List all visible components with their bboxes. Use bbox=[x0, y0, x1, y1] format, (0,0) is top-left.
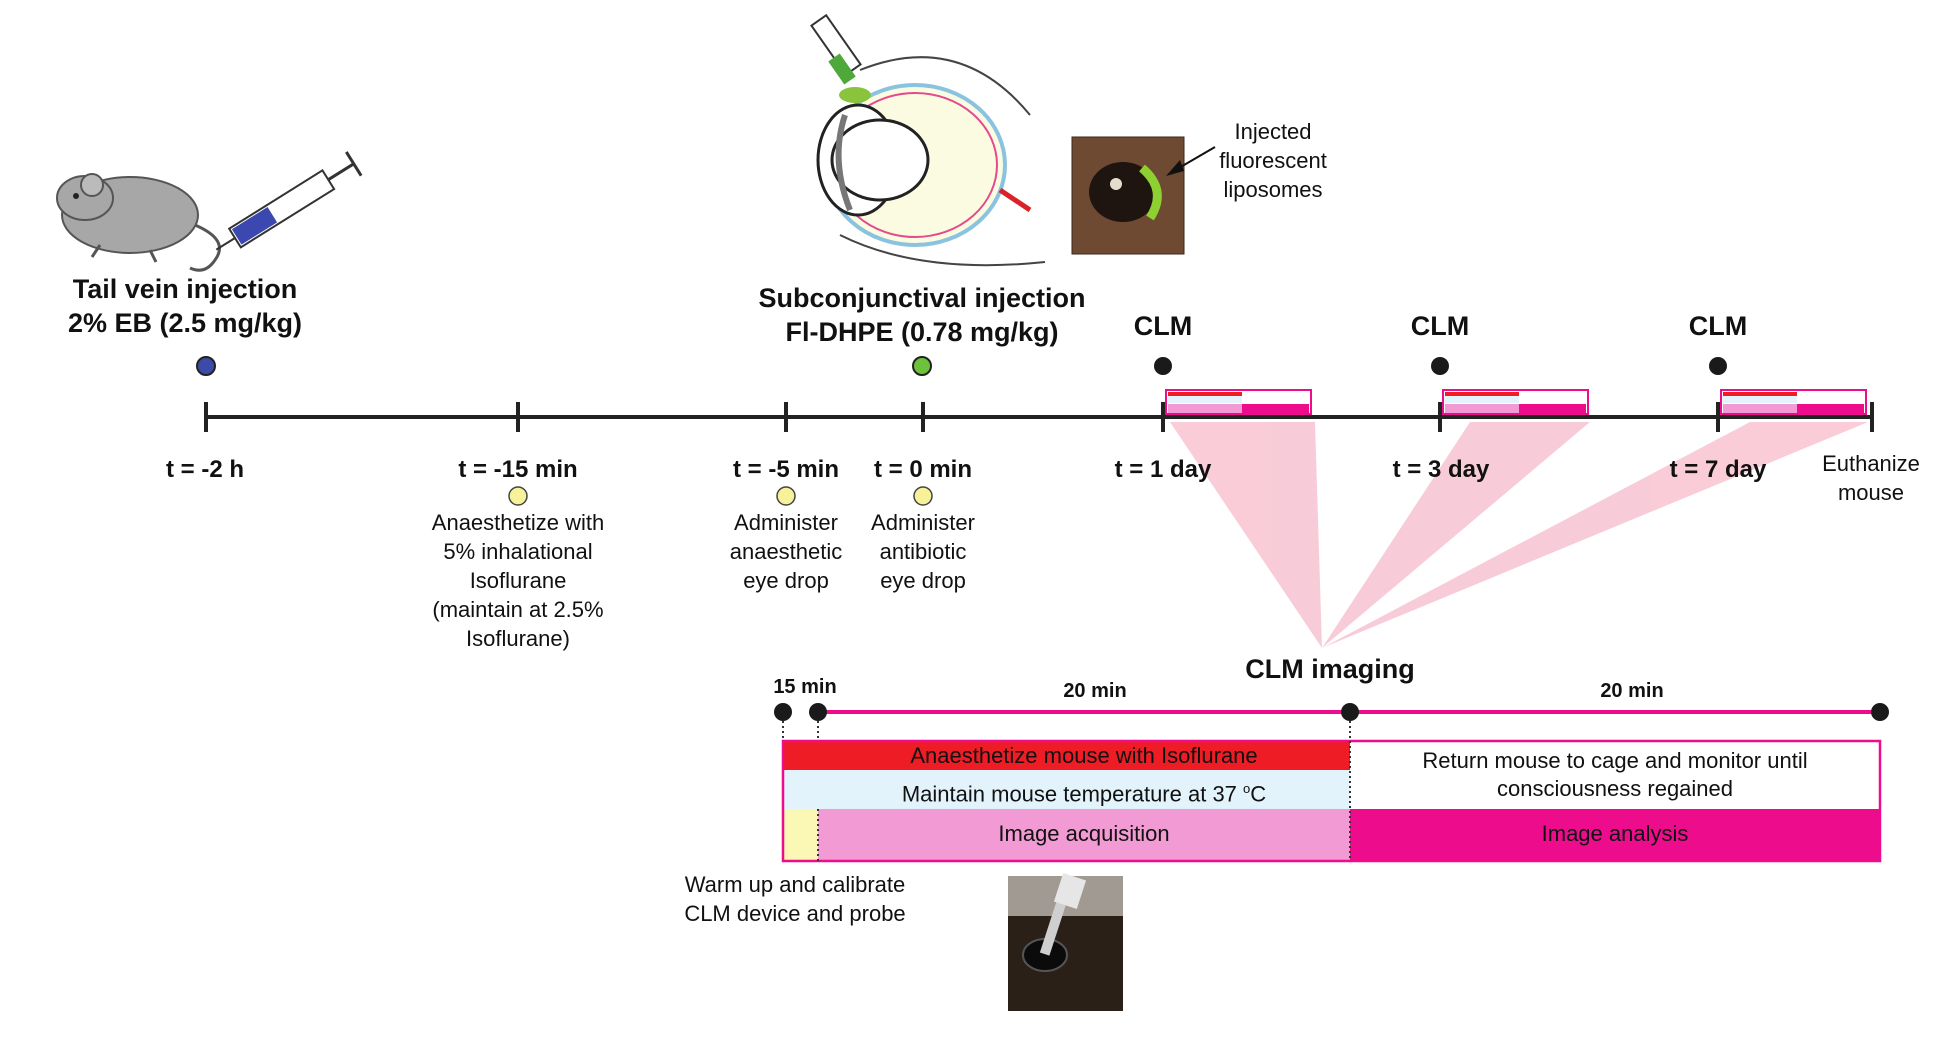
row-maintain-unit: C bbox=[1250, 781, 1267, 807]
zoom-wedges bbox=[1170, 422, 1868, 648]
warmup-line1: Warm up and calibrate bbox=[684, 872, 906, 897]
sub-dot-3 bbox=[1341, 703, 1359, 721]
mini-session-box-1 bbox=[1165, 389, 1312, 415]
euthanize-line1: Euthanize bbox=[1822, 451, 1920, 476]
subconj-label: Subconjunctival injection Fl-DHPE (0.78 … bbox=[742, 281, 1102, 349]
tail-vein-label: Tail vein injection 2% EB (2.5 mg/kg) bbox=[40, 272, 330, 340]
callout-line3: liposomes bbox=[1223, 177, 1323, 202]
tick-label-3: t = -5 min bbox=[732, 456, 840, 483]
warmup-note: Warm up and calibrate CLM device and pro… bbox=[655, 870, 935, 928]
euthanize-line2: mouse bbox=[1837, 480, 1905, 505]
tick-label-4: t = 0 min bbox=[873, 456, 973, 483]
anaesthetic-drop-line1: Administer bbox=[734, 510, 838, 535]
row-maintain-sup: o bbox=[1243, 781, 1251, 796]
anaesthetic-drop-note: Administer anaesthetic eye drop bbox=[716, 508, 856, 595]
antibiotic-drop-note: Administer antibiotic eye drop bbox=[858, 508, 988, 595]
tick-label-7: t = 7 day bbox=[1669, 456, 1767, 483]
tail-vein-line1: Tail vein injection bbox=[72, 274, 298, 304]
anaesthetize-note-line2: 5% inhalational bbox=[443, 539, 593, 564]
syringe-icon bbox=[215, 151, 363, 251]
clm-detail-table bbox=[781, 739, 1882, 863]
callout-line1: Injected bbox=[1234, 119, 1312, 144]
antibiotic-drop-line3: eye drop bbox=[880, 568, 966, 593]
antibiotic-drop-line1: Administer bbox=[871, 510, 975, 535]
anaesthetic-drop-line3: eye drop bbox=[743, 568, 829, 593]
clm-label-3: CLM bbox=[1688, 311, 1748, 341]
mouse-illustration bbox=[56, 173, 221, 272]
euthanize-label: Euthanize mouse bbox=[1806, 449, 1936, 507]
anaesthetize-note-line1: Anaesthetize with bbox=[431, 510, 605, 535]
warmup-line2: CLM device and probe bbox=[684, 901, 906, 926]
row-acquisition: Image acquisition bbox=[998, 821, 1170, 846]
tick-label-6: t = 3 day bbox=[1392, 456, 1490, 483]
clm-dot-1 bbox=[1154, 357, 1172, 375]
duration-20min-b: 20 min bbox=[1600, 680, 1664, 702]
tick-label-1: t = -2 h bbox=[165, 456, 244, 483]
anaesthetize-note: Anaesthetize with 5% inhalational Isoflu… bbox=[408, 508, 628, 653]
mini-session-box-3 bbox=[1720, 389, 1867, 415]
clm-label-2: CLM bbox=[1410, 311, 1470, 341]
duration-20min-a: 20 min bbox=[1063, 680, 1127, 702]
row-analysis: Image analysis bbox=[1541, 821, 1689, 846]
row-return-line1: Return mouse to cage and monitor until bbox=[1422, 748, 1808, 773]
sub-dot-1 bbox=[774, 703, 792, 721]
anaesthetize-note-line4: (maintain at 2.5% bbox=[432, 597, 604, 622]
clm-label-1: CLM bbox=[1133, 311, 1193, 341]
callout-line2: fluorescent bbox=[1219, 148, 1327, 173]
eye-photo bbox=[1071, 136, 1185, 255]
anaesthetic-drop-line2: anaesthetic bbox=[729, 539, 843, 564]
callout-label: Injected fluorescent liposomes bbox=[1198, 117, 1348, 204]
subconj-dot bbox=[912, 356, 932, 376]
tail-vein-dot bbox=[196, 356, 216, 376]
clm-dot-2 bbox=[1431, 357, 1449, 375]
tail-vein-line2: 2% EB (2.5 mg/kg) bbox=[67, 308, 303, 338]
yellow-dot-2 bbox=[776, 486, 796, 506]
yellow-dot-3 bbox=[913, 486, 933, 506]
row-return: Return mouse to cage and monitor until c… bbox=[1350, 747, 1880, 803]
probe-photo bbox=[1008, 873, 1123, 1011]
subconj-line1: Subconjunctival injection bbox=[758, 283, 1086, 313]
clm-imaging-title: CLM imaging bbox=[1245, 654, 1415, 684]
subconj-line2: Fl-DHPE (0.78 mg/kg) bbox=[785, 317, 1059, 347]
duration-15min: 15 min bbox=[773, 676, 837, 698]
row-maintain: Maintain mouse temperature at 37 oC bbox=[818, 775, 1350, 808]
clm-dot-3 bbox=[1709, 357, 1727, 375]
row-return-line2: consciousness regained bbox=[1496, 776, 1734, 801]
row-maintain-text: Maintain mouse temperature at 37 bbox=[901, 781, 1244, 807]
tick-label-2: t = -15 min bbox=[458, 456, 578, 483]
eye-illustration bbox=[810, 13, 1046, 267]
mini-session-box-2 bbox=[1442, 389, 1589, 415]
anaesthetize-note-line3: Isoflurane bbox=[469, 568, 567, 593]
antibiotic-drop-line2: antibiotic bbox=[879, 539, 967, 564]
timeline-ticks bbox=[204, 402, 1874, 432]
yellow-dot-1 bbox=[508, 486, 528, 506]
row-anaesthetize: Anaesthetize mouse with Isoflurane bbox=[910, 743, 1258, 768]
anaesthetize-note-line5: Isoflurane) bbox=[466, 626, 570, 651]
sub-dot-2 bbox=[809, 703, 827, 721]
sub-dot-4 bbox=[1871, 703, 1889, 721]
tick-label-5: t = 1 day bbox=[1114, 456, 1212, 483]
